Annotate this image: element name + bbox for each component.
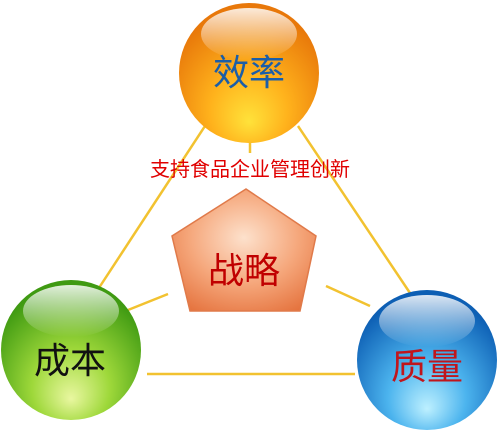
node-cost	[1, 280, 141, 420]
node-efficiency	[179, 3, 319, 143]
connector-efficiency-cost	[91, 125, 207, 298]
connector-efficiency-quality	[296, 125, 414, 297]
connector-strategy-cost	[127, 292, 169, 312]
node-strategy	[171, 188, 317, 312]
connector-strategy-quality	[325, 284, 371, 308]
node-quality	[357, 290, 497, 430]
